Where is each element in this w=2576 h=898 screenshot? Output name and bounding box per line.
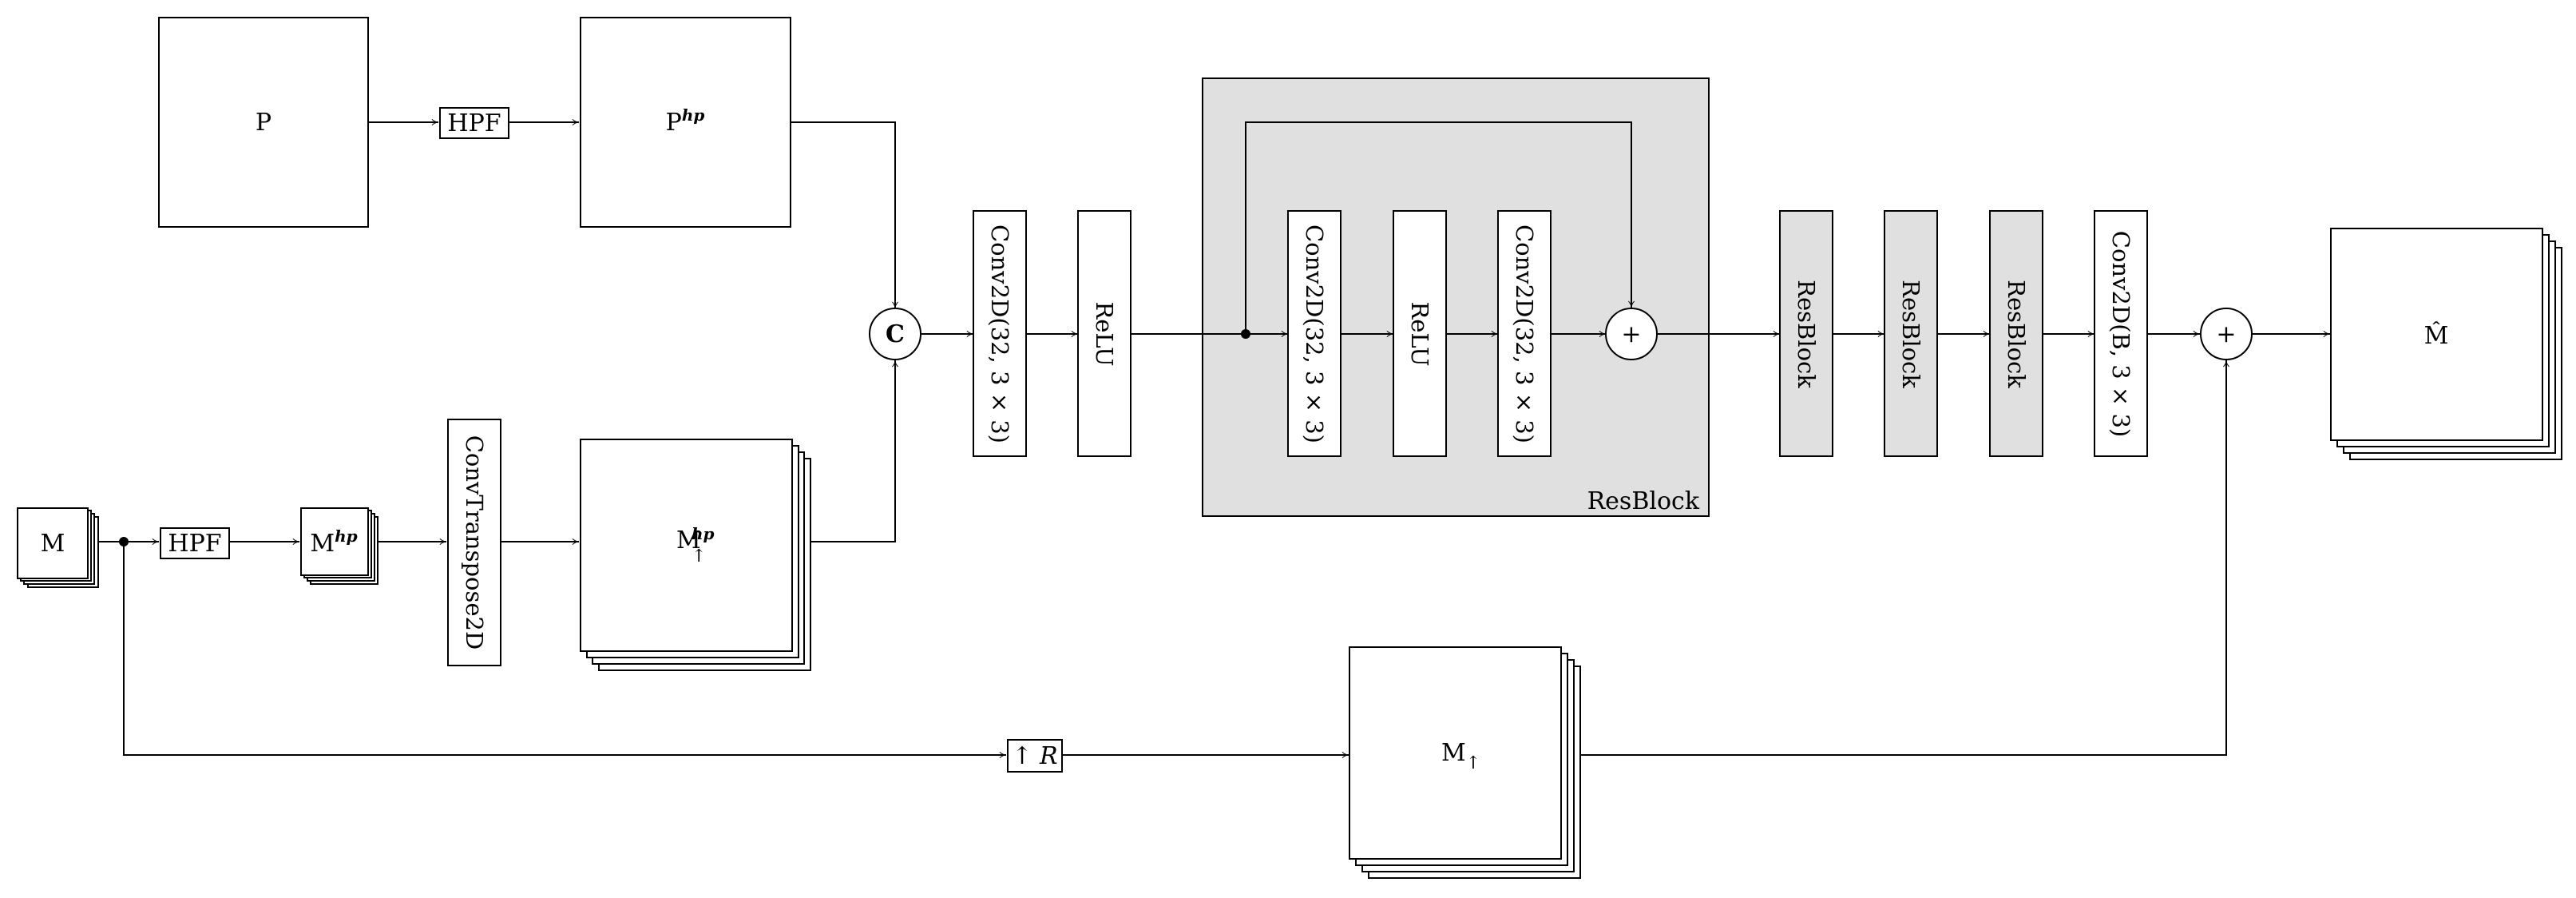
node-resblock2: ResBlock [1884, 210, 1938, 457]
node-m-up-hp-sub: ↑ [692, 546, 706, 566]
svg-text:M: M [676, 526, 701, 554]
node-p-hp-base: P [666, 109, 682, 137]
node-conv1: Conv2D(32, 3 × 3) [973, 210, 1027, 457]
node-m-hat-label: M̂ [2424, 322, 2449, 350]
node-upsample-r-label: ↑ R [1012, 742, 1057, 770]
node-hpf-top: HPF [439, 107, 509, 139]
node-m-hp: Mhp [300, 507, 378, 585]
node-resblock3: ResBlock [1989, 210, 2043, 457]
junction-dot-skip [1241, 329, 1250, 339]
node-p-hp: Php [580, 17, 791, 228]
node-concat: C [869, 308, 921, 360]
node-rb-conv1: Conv2D(32, 3 × 3) [1287, 210, 1342, 457]
node-rb-conv2-label: Conv2D(32, 3 × 3) [1511, 224, 1538, 443]
node-concat-label: C [886, 320, 905, 348]
node-conv-transpose-label: ConvTranspose2D [461, 435, 488, 650]
node-add-out: + [2200, 308, 2253, 360]
connections [99, 119, 2331, 758]
node-resblock1: ResBlock [1779, 210, 1833, 457]
node-rb-relu-label: ReLU [1406, 301, 1433, 366]
node-p-label: P [256, 109, 271, 137]
node-conv-out: Conv2D(B, 3 × 3) [2094, 210, 2148, 457]
node-conv1-label: Conv2D(32, 3 × 3) [986, 224, 1013, 443]
node-hpf-top-label: HPF [447, 109, 501, 137]
node-m-up-hp: M hp ↑ [580, 439, 811, 671]
node-p-hp-sup: hp [682, 105, 705, 125]
wire-skip-connection [1245, 121, 1635, 334]
node-rb-conv2: Conv2D(32, 3 × 3) [1497, 210, 1552, 457]
resblock-detail-background [1202, 77, 1710, 517]
node-rb-add: + [1605, 308, 1658, 360]
node-rb-relu: ReLU [1393, 210, 1447, 457]
node-p: P [158, 17, 369, 228]
node-hpf-bottom: HPF [160, 527, 230, 559]
node-relu1: ReLU [1077, 210, 1131, 457]
junction-dot-m [119, 537, 129, 546]
node-m-hat: M̂ [2330, 228, 2562, 460]
node-resblock1-label: ResBlock [1793, 280, 1820, 388]
wire-muphp-to-concat [811, 360, 898, 542]
wire-mup-to-addout [1581, 360, 2229, 756]
node-m-up-sub: ↑ [1466, 753, 1480, 773]
svg-text:Php: Php [666, 105, 705, 137]
node-m-up-base: M [1441, 739, 1466, 767]
resblock-detail-group: ResBlock [1202, 77, 1710, 517]
node-conv-transpose: ConvTranspose2D [447, 419, 501, 666]
node-upsample-r: ↑ R [1007, 739, 1063, 773]
svg-text:M↑: M↑ [1441, 739, 1480, 773]
node-m: M [17, 507, 99, 588]
node-m-up: M↑ [1349, 646, 1581, 879]
node-conv-out-label: Conv2D(B, 3 × 3) [2107, 231, 2134, 437]
resblock-detail-label: ResBlock [1587, 487, 1700, 515]
wire-php-to-concat [791, 121, 898, 309]
node-m-label: M [41, 530, 65, 558]
node-m-hp-sup: hp [335, 526, 358, 546]
node-rb-conv1-label: Conv2D(32, 3 × 3) [1301, 224, 1328, 443]
node-add-out-label: + [2216, 320, 2236, 348]
node-relu1-label: ReLU [1091, 301, 1118, 366]
node-resblock2-label: ResBlock [1897, 280, 1924, 388]
node-resblock3-label: ResBlock [2003, 280, 2030, 388]
node-rb-add-label: + [1621, 320, 1641, 348]
node-m-up-hp-sup: hp [692, 524, 715, 543]
node-m-up-hp-base: M [676, 526, 701, 554]
node-m-hp-base: M [310, 530, 335, 558]
node-hpf-bottom-label: HPF [168, 530, 221, 558]
svg-text:Mhp: Mhp [310, 526, 357, 558]
wire-m-to-upsample [123, 542, 1007, 758]
